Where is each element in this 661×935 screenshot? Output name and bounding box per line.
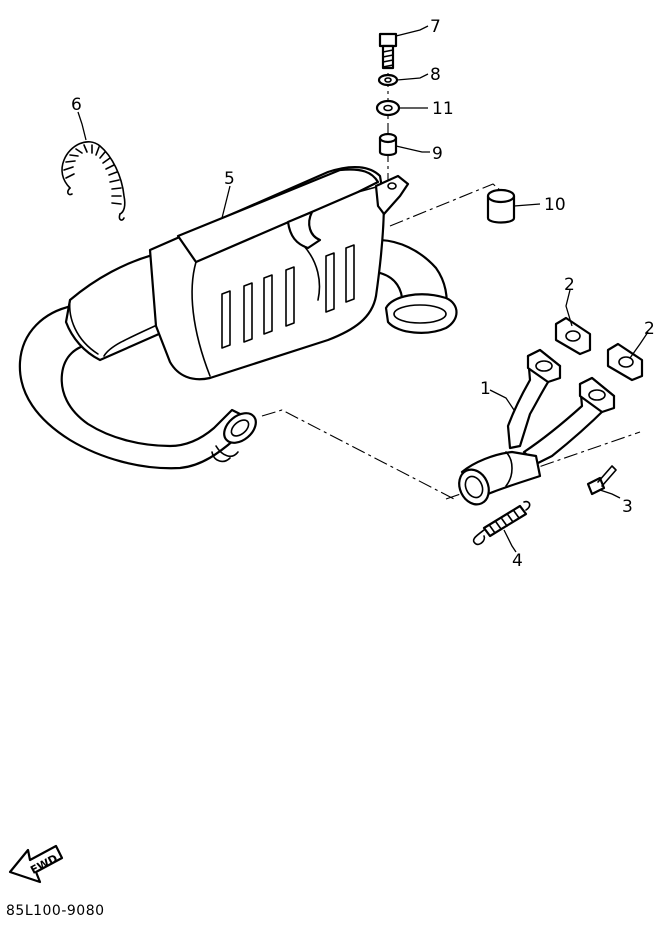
bolt-part-3 [586, 465, 617, 496]
front-pipe [18, 304, 257, 470]
callout-9: 9 [432, 144, 443, 164]
fwd-arrow-icon: FWD [8, 844, 64, 884]
callout-3: 3 [622, 497, 633, 517]
callout-labels: 7 8 11 9 10 6 5 2 2 1 3 4 [71, 17, 655, 571]
diagram-code: 85L100-9080 [6, 903, 105, 919]
leader-lines [77, 25, 649, 553]
spring-part-4 [472, 500, 531, 546]
bolt-part-7 [378, 32, 398, 70]
muffler-part-5 [148, 166, 410, 381]
spring-part-6 [61, 141, 126, 221]
gasket-part-2-left [554, 316, 592, 356]
callout-5: 5 [224, 169, 235, 189]
callout-4: 4 [512, 551, 523, 571]
damper-part-10 [486, 188, 516, 224]
muffler-ribs [221, 244, 355, 349]
collar-part-9 [378, 132, 398, 157]
callout-2-left: 2 [564, 275, 575, 295]
callout-8: 8 [430, 65, 441, 85]
callout-6: 6 [71, 95, 82, 115]
callout-10: 10 [544, 195, 566, 215]
washer-part-11 [375, 99, 401, 117]
exhaust-pipe-part-1 [458, 348, 616, 506]
gasket-part-2-right [606, 342, 644, 382]
callout-1: 1 [480, 379, 491, 399]
lock-washer-part-8 [377, 73, 399, 87]
callout-7: 7 [430, 17, 441, 37]
callout-2-right: 2 [644, 319, 655, 339]
callout-11: 11 [432, 99, 454, 119]
tail-pipe [374, 238, 458, 334]
